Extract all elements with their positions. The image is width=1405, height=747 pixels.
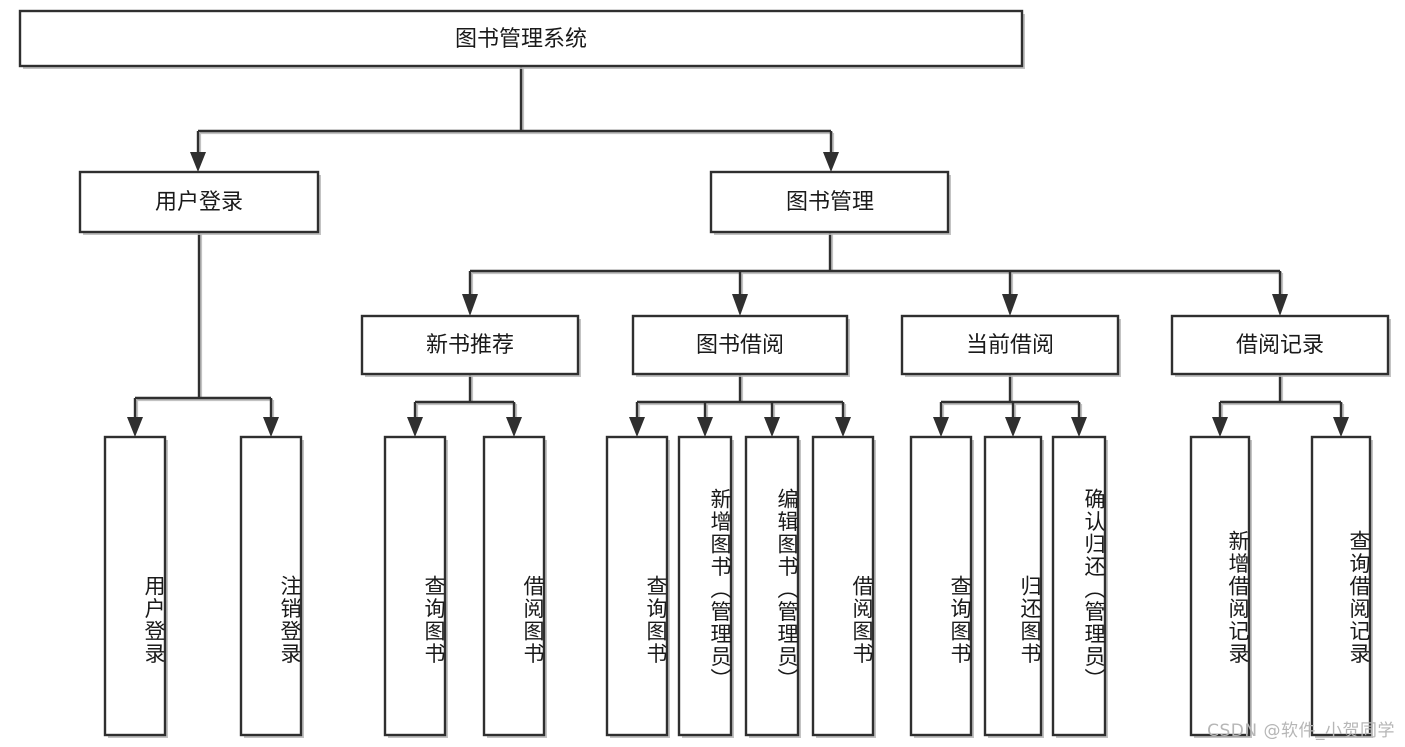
node-root[interactable]: 图书管理系统 bbox=[18, 9, 1025, 69]
node-current-borrow-label: 当前借阅 bbox=[966, 333, 1054, 358]
node-root-label: 图书管理系统 bbox=[455, 27, 587, 52]
node-current-borrow[interactable]: 当前借阅 bbox=[900, 314, 1121, 377]
node-new-book-recommend-label: 新书推荐 bbox=[426, 333, 514, 358]
connector-bookmgmt-to-level3 bbox=[462, 232, 1288, 316]
node-book-management[interactable]: 图书管理 bbox=[709, 170, 951, 235]
connector-newbook-to-leaves bbox=[407, 374, 522, 437]
node-user-login-label: 用户登录 bbox=[155, 190, 243, 215]
leaf-box-add-borrow-record[interactable] bbox=[1189, 435, 1252, 738]
node-new-book-recommend[interactable]: 新书推荐 bbox=[360, 314, 581, 377]
connector-layer bbox=[127, 66, 1349, 437]
leaf-box-confirm-return-admin[interactable] bbox=[1051, 435, 1108, 738]
leaf-box-borrow-book[interactable] bbox=[811, 435, 876, 738]
node-borrow-record-label: 借阅记录 bbox=[1236, 333, 1324, 358]
node-book-borrow[interactable]: 图书借阅 bbox=[631, 314, 850, 377]
leaf-box-logout[interactable] bbox=[239, 435, 304, 738]
leaf-box-edit-book-admin[interactable] bbox=[744, 435, 801, 738]
node-borrow-record[interactable]: 借阅记录 bbox=[1170, 314, 1391, 377]
connector-root-to-level2 bbox=[190, 66, 839, 172]
leaf-box-add-book-admin[interactable] bbox=[677, 435, 734, 738]
leaf-box-query-book-borrow[interactable] bbox=[605, 435, 670, 738]
node-user-login[interactable]: 用户登录 bbox=[78, 170, 321, 235]
leaf-box-query-book-current[interactable] bbox=[909, 435, 974, 738]
connector-record-to-leaves bbox=[1212, 374, 1349, 437]
leaf-box-user-login[interactable] bbox=[103, 435, 168, 738]
connector-userlogin-to-leaves bbox=[127, 232, 279, 437]
leaf-box-borrow-book-recommend[interactable] bbox=[482, 435, 547, 738]
node-book-borrow-label: 图书借阅 bbox=[696, 333, 784, 358]
leaf-box-query-borrow-record[interactable] bbox=[1310, 435, 1373, 738]
leaf-box-query-book-recommend[interactable] bbox=[383, 435, 448, 738]
connector-borrow-to-leaves bbox=[629, 374, 851, 437]
node-book-management-label: 图书管理 bbox=[786, 190, 874, 215]
connector-current-to-leaves bbox=[933, 374, 1087, 437]
leaf-box-return-book[interactable] bbox=[983, 435, 1044, 738]
csdn-watermark: CSDN @软件_小贺同学 bbox=[1207, 721, 1395, 741]
